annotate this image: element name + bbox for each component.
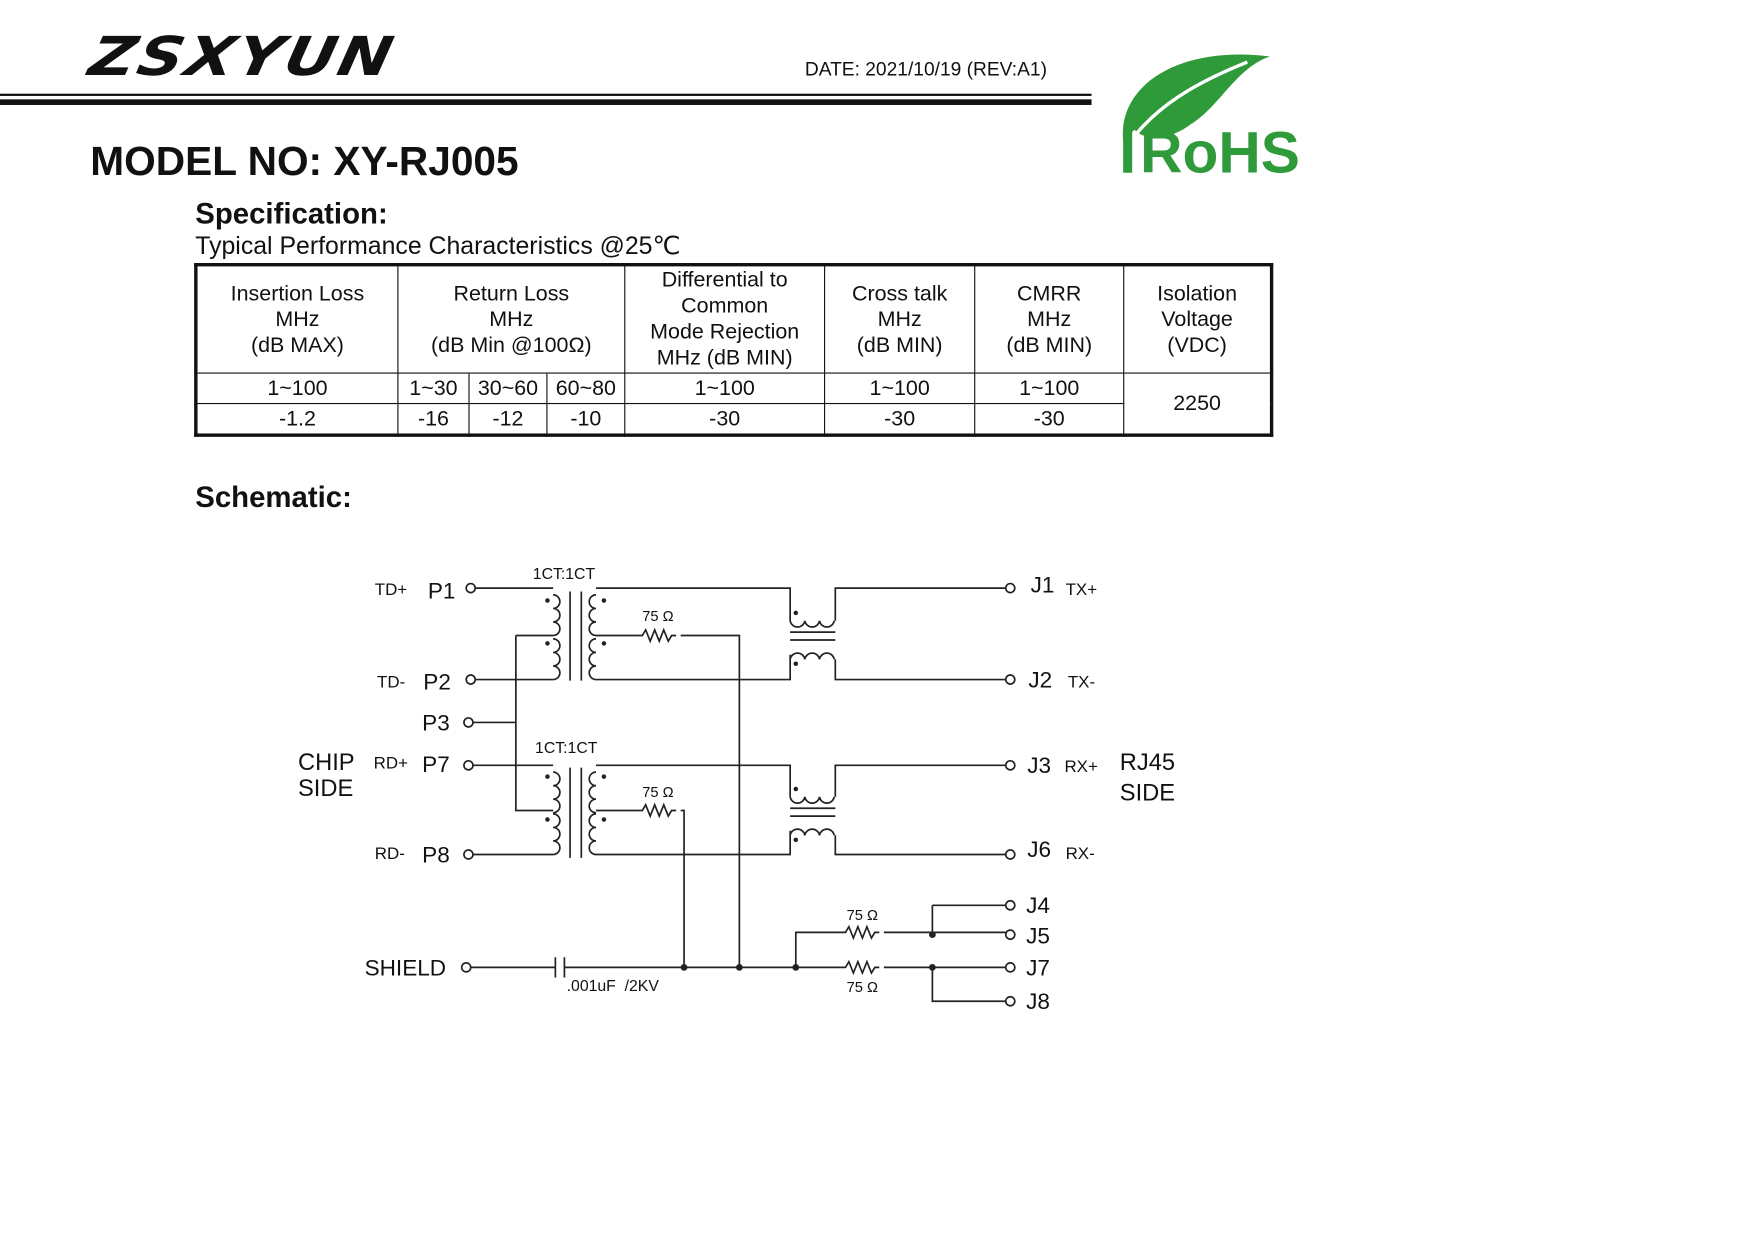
cell: 30~60 bbox=[468, 372, 548, 405]
pin-label: J6 bbox=[1027, 837, 1051, 862]
cell: 1~100 bbox=[824, 372, 976, 405]
rohs-text: RoHS bbox=[1140, 121, 1300, 181]
header-rule-thick bbox=[0, 99, 1092, 105]
pin-label: J2 bbox=[1028, 667, 1052, 692]
cell-isolation: 2250 bbox=[1123, 372, 1273, 436]
signal-label: TD+ bbox=[375, 580, 408, 599]
header-rule bbox=[0, 93, 1092, 96]
cell: -30 bbox=[974, 402, 1125, 436]
signal-label: RX+ bbox=[1064, 757, 1098, 776]
pin-label: J5 bbox=[1026, 924, 1050, 949]
signal-label: RX- bbox=[1066, 844, 1095, 863]
pin-label: SHIELD bbox=[365, 955, 447, 980]
pin-label: J3 bbox=[1027, 753, 1051, 778]
date-revision: DATE: 2021/10/19 (REV:A1) bbox=[804, 58, 1047, 81]
pin-label: J8 bbox=[1026, 989, 1050, 1014]
cell: -30 bbox=[824, 402, 976, 436]
pin-label: P3 bbox=[422, 710, 450, 735]
cell: 1~100 bbox=[974, 372, 1125, 405]
signal-label: RD- bbox=[375, 844, 405, 863]
header-return-loss: Return Loss MHz (dB Min @100Ω) bbox=[397, 264, 626, 374]
pin-label: J7 bbox=[1026, 955, 1050, 980]
transformer-ratio-1: 1CT:1CT bbox=[533, 566, 596, 583]
cell: -1.2 bbox=[195, 402, 399, 436]
resistor-label: 75 Ω bbox=[847, 908, 878, 924]
table-row-values: -1.2 -16 -12 -10 -30 -30 -30 bbox=[195, 402, 1272, 436]
leaf-icon bbox=[1122, 54, 1270, 142]
header-isolation: Isolation Voltage (VDC) bbox=[1123, 264, 1273, 374]
header-cmrr: CMRR MHz (dB MIN) bbox=[974, 264, 1125, 374]
resistor-label: 75 Ω bbox=[642, 785, 673, 801]
rj45-side-label: RJ45 bbox=[1120, 750, 1175, 776]
cell: -10 bbox=[546, 402, 626, 436]
schematic-heading: Schematic: bbox=[195, 479, 352, 514]
cell: 1~30 bbox=[397, 372, 470, 405]
resistor-label: 75 Ω bbox=[847, 980, 878, 996]
cell: -12 bbox=[468, 402, 548, 436]
pin-label: P2 bbox=[423, 670, 451, 695]
pin-label: J1 bbox=[1031, 573, 1055, 598]
pin-label: P8 bbox=[422, 842, 450, 867]
table-row-frequency: 1~100 1~30 30~60 60~80 1~100 1~100 1~100… bbox=[195, 372, 1273, 436]
cell: 1~100 bbox=[624, 372, 826, 405]
pin-label: P7 bbox=[422, 752, 450, 777]
chip-side-label: CHIP bbox=[298, 750, 355, 776]
header-dcmr: Differential to Common Mode Rejection MH… bbox=[624, 264, 826, 374]
specification-heading: Specification: bbox=[195, 196, 388, 231]
spec-subtitle: Typical Performance Characteristics @25℃ bbox=[195, 231, 681, 260]
capacitor-label: .001uF /2KV bbox=[567, 978, 660, 995]
rohs-logo: RoHS bbox=[1122, 54, 1300, 181]
signal-label: TX+ bbox=[1066, 580, 1098, 599]
resistor-label: 75 Ω bbox=[642, 609, 673, 625]
pin-label: J4 bbox=[1026, 893, 1050, 918]
header-crosstalk: Cross talk MHz (dB MIN) bbox=[824, 264, 976, 374]
model-number: MODEL NO: XY-RJ005 bbox=[90, 137, 519, 184]
signal-label: RD+ bbox=[374, 754, 408, 773]
cell: 1~100 bbox=[195, 372, 399, 405]
signal-label: TD- bbox=[377, 672, 405, 691]
rj45-side-label: SIDE bbox=[1120, 780, 1175, 806]
transformer-ratio-2: 1CT:1CT bbox=[535, 740, 598, 757]
signal-label: TX- bbox=[1068, 672, 1095, 691]
cell: 60~80 bbox=[546, 372, 626, 405]
cell: -30 bbox=[624, 402, 826, 436]
chip-side-label: SIDE bbox=[298, 776, 353, 802]
cell: -16 bbox=[397, 402, 470, 436]
header-insertion-loss: Insertion Loss MHz (dB MAX) bbox=[195, 264, 399, 374]
performance-table: Insertion Loss MHz (dB MAX) Return Loss … bbox=[194, 263, 1274, 437]
pin-label: P1 bbox=[428, 578, 456, 603]
